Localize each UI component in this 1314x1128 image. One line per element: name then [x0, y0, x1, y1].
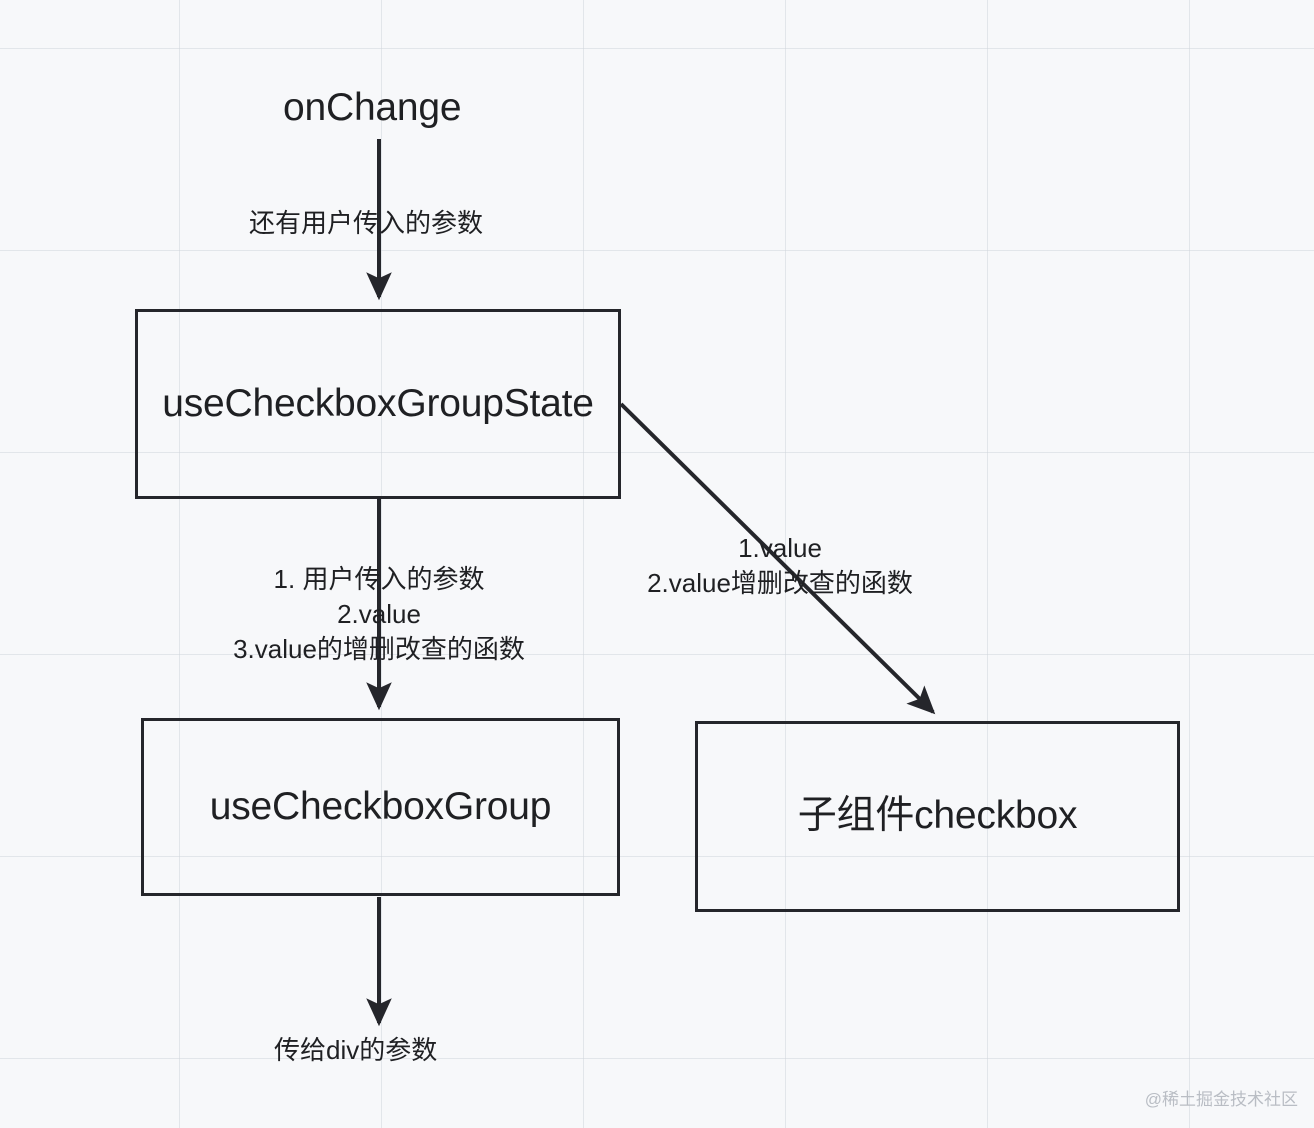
edge-label-state-to-checkbox-line-1: 1.value [738, 533, 822, 563]
edge-label-state-to-group: 1. 用户传入的参数 2.value 3.value的增删改查的函数 [202, 562, 556, 667]
watermark: @稀土掘金技术社区 [1144, 1090, 1298, 1109]
edge-label-state-to-checkbox: 1.value 2.value增删改查的函数 [632, 531, 928, 601]
edge-label-onchange-to-state: 还有用户传入的参数 [249, 208, 484, 238]
edge-label-state-to-group-line-1: 1. 用户传入的参数 [273, 564, 485, 594]
edge-label-state-to-checkbox-line-2: 2.value增删改查的函数 [647, 568, 913, 599]
edge-label-state-to-group-line-3: 3.value的增删改查的函数 [233, 634, 525, 665]
node-child-component-checkbox-label: 子组件checkbox [797, 794, 1078, 838]
node-use-checkbox-group-label: useCheckboxGroup [209, 784, 552, 828]
node-onchange: onChange [283, 86, 462, 129]
edge-label-group-to-div: 传给div的参数 [274, 1035, 438, 1065]
node-use-checkbox-group-state-label: useCheckboxGroupState [162, 381, 594, 425]
node-child-component-checkbox[interactable]: 子组件checkbox [695, 721, 1180, 912]
edge-label-state-to-group-line-2: 2.value [337, 599, 421, 630]
node-use-checkbox-group-state[interactable]: useCheckboxGroupState [135, 309, 621, 499]
node-use-checkbox-group[interactable]: useCheckboxGroup [141, 718, 620, 896]
